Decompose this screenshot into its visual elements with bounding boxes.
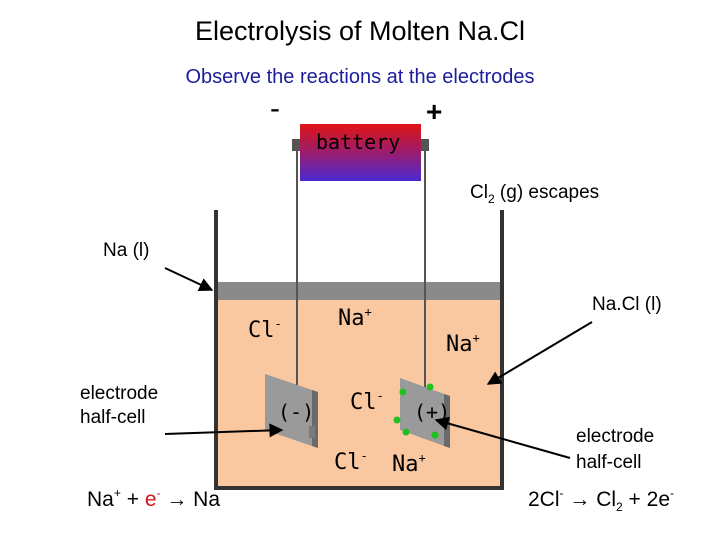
ion-na-3: Na+ (392, 451, 426, 477)
page-subtitle: Observe the reactions at the electrodes (185, 66, 535, 88)
arrow-left-half-cell (164, 423, 284, 438)
ion-cl-3: Cl- (334, 449, 368, 475)
battery-plus-sign: + (426, 96, 443, 127)
battery-label: battery (316, 130, 401, 154)
sodium-layer (216, 282, 502, 300)
battery-body (300, 124, 421, 181)
na-liquid-label: Na (l) (103, 240, 150, 261)
ion-cl-1: Cl- (248, 317, 282, 343)
reaction-arrow-icon: → (166, 488, 188, 511)
left-half-cell-label: electrode half-cell (80, 383, 159, 428)
ion-cl-2: Cl- (350, 389, 384, 415)
cathode-equation: Na+ + e- → Na (87, 486, 221, 511)
cl2-escapes-label: Cl2 (g) escapes (470, 182, 600, 206)
page-title: Electrolysis of Molten Na.Cl (194, 16, 526, 46)
right-half-cell-label: electrode half-cell (576, 426, 655, 473)
ion-na-2: Na+ (446, 331, 480, 357)
arrow-na-liquid (164, 267, 214, 291)
anode-equation: 2Cl- → Cl2 + 2e- (528, 486, 675, 514)
battery-terminal-right (420, 139, 429, 151)
nacl-liquid-label: Na.Cl (l) (592, 294, 662, 315)
ion-na-1: Na+ (338, 305, 372, 331)
battery-terminal-left (292, 139, 301, 151)
reaction-arrow-icon: → (569, 488, 591, 511)
battery-minus-sign: - (270, 92, 280, 125)
arrow-right-half-cell (434, 416, 571, 459)
cathode-sign: (-) (278, 400, 315, 424)
molten-salt (216, 300, 502, 486)
chlorine-bubbles (393, 383, 439, 439)
arrow-nacl-liquid (486, 321, 593, 385)
anode-sign: (+) (414, 400, 451, 424)
